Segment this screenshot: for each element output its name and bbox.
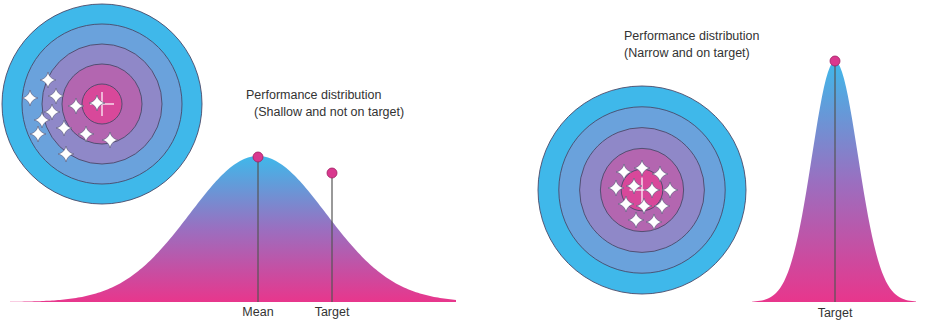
text-label: Performance distribution	[624, 29, 759, 44]
text-label: Performance distribution	[246, 88, 381, 103]
marker-dots	[253, 56, 840, 178]
target-board	[2, 4, 202, 204]
text-label: Target	[818, 306, 853, 321]
text-label: Target	[315, 305, 350, 320]
text-label: (Shallow and not on target)	[254, 105, 404, 120]
target-board	[538, 86, 746, 294]
bell-curve	[10, 156, 456, 302]
text-label: Mean	[242, 305, 273, 320]
hit-marks	[608, 160, 678, 230]
hit-marks	[22, 72, 118, 162]
text-label: (Narrow and on target)	[624, 46, 750, 61]
bell-curve	[752, 61, 916, 302]
